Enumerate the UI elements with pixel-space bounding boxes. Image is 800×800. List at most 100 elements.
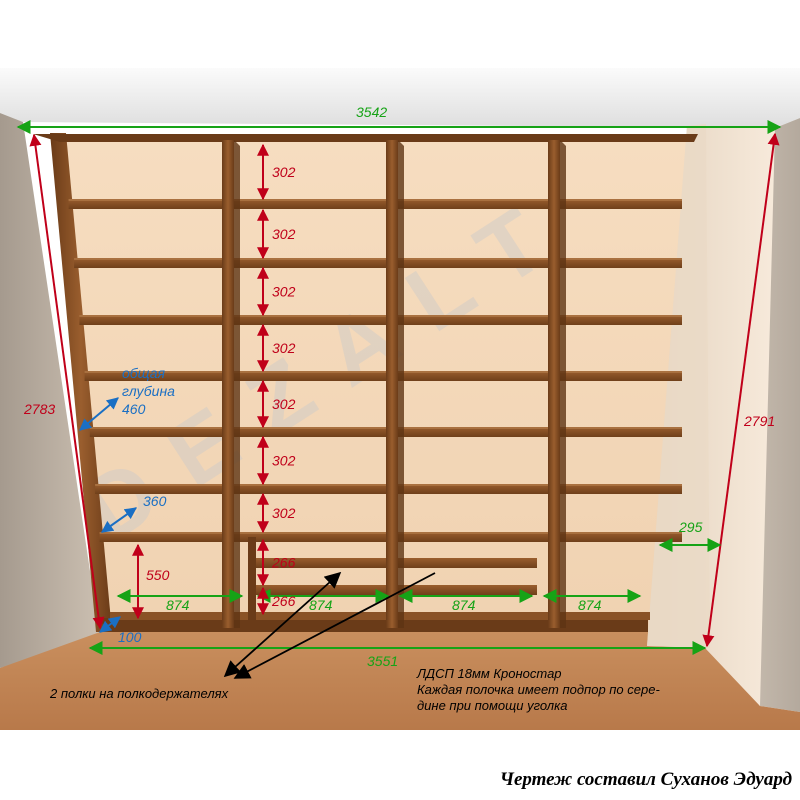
label-shelf-gap-5: 302 [272, 396, 296, 412]
shelf-edge-right-5 [557, 427, 682, 429]
shelf-mid1-7 [233, 532, 386, 542]
shelf-edge-mid1-2 [233, 258, 386, 260]
label-shelf-gap-3: 302 [272, 284, 296, 300]
shelf-mid1-2 [233, 258, 386, 268]
footer-credit: Чертеж составил Суханов Эдуард [499, 769, 792, 790]
post-1 [222, 140, 234, 628]
shelf-edge-mid2-5 [395, 427, 548, 429]
dim-line-plinth-depth [99, 616, 121, 633]
shelf-edge-mid2-4 [395, 371, 548, 373]
shelf-mid1-3 [233, 315, 386, 325]
shelf-edge-mid1-1 [233, 199, 386, 201]
shelf-mid2-7 [395, 532, 548, 542]
dim-line-height-left [29, 133, 105, 630]
shelf-edge-left-2 [74, 258, 222, 260]
shelf-edge-left-6 [95, 484, 222, 486]
shelf-right-2 [557, 258, 682, 268]
shelf-mid1-4 [233, 371, 386, 381]
shelf-edge-mid2-3 [395, 315, 548, 317]
dimension-lines [16, 120, 782, 679]
note-shelves-on-holders: 2 полки на полкодержателях [50, 686, 310, 702]
shelf-left-2 [74, 258, 222, 268]
note-material: ЛДСП 18мм Кроностар Каждая полочка имеет… [417, 666, 747, 714]
shelf-right-7 [557, 532, 682, 542]
label-column-width-1: 874 [166, 597, 190, 613]
shelf-mid2-3 [395, 315, 548, 325]
shelf-edge-right-1 [557, 199, 682, 201]
note-shelves-on-holders-text: 2 полки на полкодержателях [50, 686, 229, 701]
shelf-mid1-5 [233, 427, 386, 437]
note-material-line1: ЛДСП 18мм Кроностар [417, 666, 562, 681]
label-shelf-gap-7: 302 [272, 505, 296, 521]
shelf-mid2-5 [395, 427, 548, 437]
label-shelf-gap-1: 302 [272, 164, 296, 180]
label-width-bottom: 3551 [367, 653, 398, 669]
label-total-depth-value: 460 [122, 401, 146, 417]
label-shelf-gap-6: 302 [272, 453, 296, 469]
label-column-width-3: 874 [452, 597, 476, 613]
top-panel [33, 134, 698, 142]
shelf-edge-left-5 [89, 427, 222, 429]
shelf-right-4 [557, 371, 682, 381]
shelf-left-4 [84, 371, 222, 381]
lower-post [248, 537, 256, 622]
label-total-depth-line2: глубина [122, 383, 175, 399]
shelf-left-1 [68, 199, 222, 209]
pointer-arrow-1 [223, 571, 342, 678]
shelf-mid2-4 [395, 371, 548, 381]
shelf-mid2-6 [395, 484, 548, 494]
shelf-edge-mid2-1 [395, 199, 548, 201]
shelf-edge-right-4 [557, 371, 682, 373]
shelf-edge-right-7 [557, 532, 682, 534]
shelf-left-7 [99, 532, 222, 542]
shelf-edge-mid2-2 [395, 258, 548, 260]
pillar-edge [647, 124, 710, 648]
shelf-edge-left-1 [68, 199, 222, 201]
shelf-edge-right-2 [557, 258, 682, 260]
label-side-depth: 360 [143, 493, 167, 509]
shelf-left-3 [79, 315, 223, 325]
shelf-mid1-6 [233, 484, 386, 494]
dimension-labels: 3542 3551 2783 2791 550 295 общая глубин… [23, 104, 775, 669]
shelf-mid2-1 [395, 199, 548, 209]
post-2 [386, 140, 398, 628]
shelf-edge-mid2-6 [395, 484, 548, 486]
label-width-top: 3542 [356, 104, 387, 120]
label-column-width-2: 874 [309, 597, 333, 613]
post-3-side [560, 140, 566, 628]
shelf-right-6 [557, 484, 682, 494]
label-shelf-gap-4: 302 [272, 340, 296, 356]
floor [0, 632, 800, 730]
shelf-mid2-2 [395, 258, 548, 268]
post-1-side [234, 140, 240, 628]
shelf-edge-mid1-6 [233, 484, 386, 486]
dim-line-total-depth [79, 397, 119, 431]
shelf-mid1-1 [233, 199, 386, 209]
label-height-left: 2783 [23, 401, 55, 417]
dim-line-side-depth [101, 507, 137, 533]
ceiling [0, 68, 800, 128]
shelf-left-6 [95, 484, 222, 494]
label-shelf-gap-9: 266 [271, 593, 296, 609]
shelf-left-5 [89, 427, 222, 437]
post-2-side [398, 140, 404, 628]
label-bottom-height: 550 [146, 567, 170, 583]
shelf-edge-mid2-7 [395, 532, 548, 534]
note-material-line3: дине при помощи уголка [417, 698, 568, 713]
shelf-edge-mid1-4 [233, 371, 386, 373]
label-pillar-depth: 295 [678, 519, 703, 535]
shelf-edge-mid1-7 [233, 532, 386, 534]
label-height-right: 2791 [743, 413, 775, 429]
label-plinth-depth: 100 [118, 629, 142, 645]
shelf-edge-mid1-5 [233, 427, 386, 429]
shelf-right-5 [557, 427, 682, 437]
white-bottom-band [0, 730, 800, 800]
shelf-edge-left-3 [79, 315, 223, 317]
shelf-edge-right-3 [557, 315, 682, 317]
post-3 [548, 140, 560, 628]
shelf-edge-mid1-3 [233, 315, 386, 317]
note-material-line2: Каждая полочка имеет подпор по сере- [417, 682, 660, 697]
